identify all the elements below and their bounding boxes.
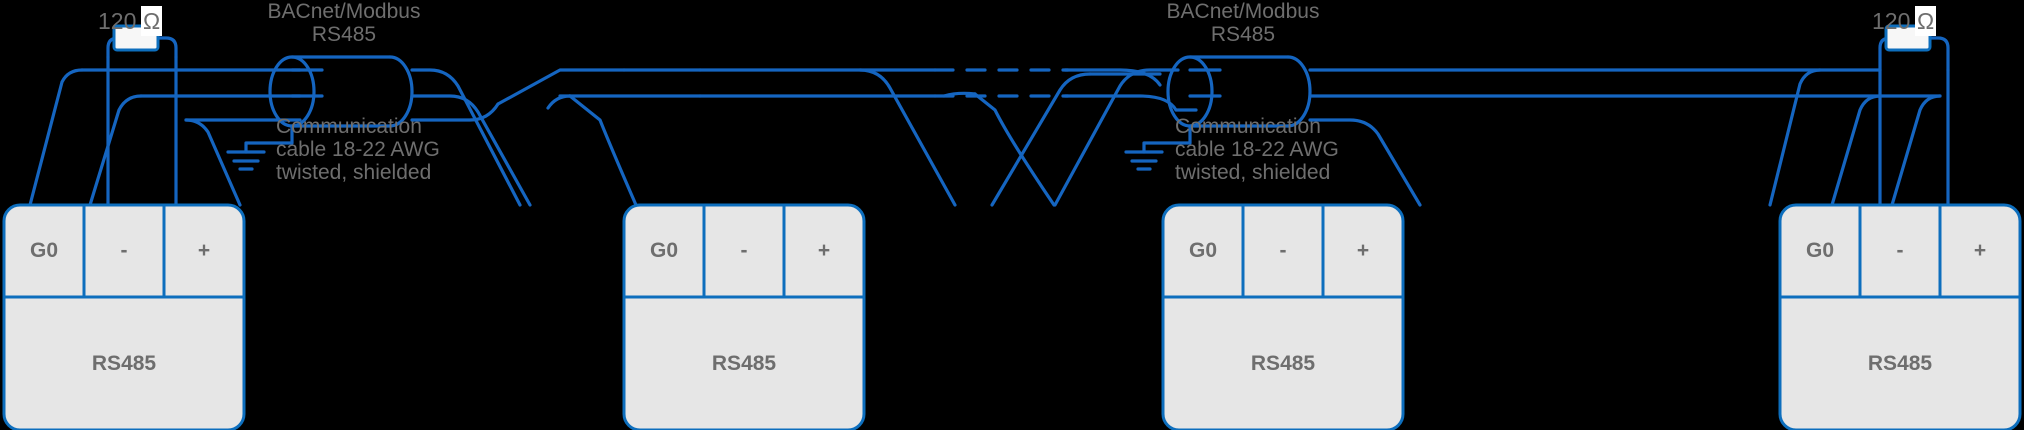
device-1-terminal-plus-label: + <box>197 239 211 262</box>
ground-left <box>226 124 294 171</box>
device-3[interactable] <box>1161 203 1405 430</box>
device-2-terminal-minus[interactable]: - <box>704 205 784 297</box>
device-4-terminal-g0-label: G0 <box>1805 239 1834 262</box>
device-3-terminal-plus-label: + <box>1356 239 1370 262</box>
terminator-right-unit: Ω <box>1915 6 1937 36</box>
wires-device4 <box>1768 68 1942 207</box>
terminator-left-unit: Ω <box>141 6 163 36</box>
device-2-terminal-plus-label: + <box>817 239 831 262</box>
device-3-bus: RS485 <box>1163 297 1403 430</box>
device-3-terminal-minus-label: - <box>1279 239 1287 262</box>
device-4-bus-label: RS485 <box>1867 351 1933 375</box>
device-4-terminal-plus-label: + <box>1973 239 1987 262</box>
device-1-bus-label: RS485 <box>91 351 157 375</box>
terminator-left-value: 120 <box>98 8 137 34</box>
device-1-terminal-minus[interactable]: - <box>84 205 164 297</box>
terminator-right-wires <box>1878 36 1950 207</box>
device-1-bus: RS485 <box>4 297 244 430</box>
device-4-terminal-g0[interactable]: G0 <box>1780 205 1860 297</box>
device-3-terminal-minus[interactable]: - <box>1243 205 1323 297</box>
device-1-terminal-g0[interactable]: G0 <box>4 205 84 297</box>
device-1[interactable] <box>2 203 246 430</box>
device-3-bus-label: RS485 <box>1250 351 1316 375</box>
device-4-terminal-minus-label: - <box>1896 239 1904 262</box>
device-3-terminal-g0[interactable]: G0 <box>1163 205 1243 297</box>
device-2-terminal-plus[interactable]: + <box>784 205 864 297</box>
device-4-bus: RS485 <box>1780 297 2020 430</box>
device-2-terminal-g0-label: G0 <box>649 239 678 262</box>
device-2-bus-label: RS485 <box>711 351 777 375</box>
bus-break-dashes <box>933 68 1070 98</box>
device-2-bus: RS485 <box>624 297 864 430</box>
device-2-terminal-g0[interactable]: G0 <box>624 205 704 297</box>
terminator-right-value: 120 <box>1872 8 1911 34</box>
device-4-terminal-plus[interactable]: + <box>1940 205 2020 297</box>
device-2-terminal-minus-label: - <box>740 239 748 262</box>
device-1-terminal-plus[interactable]: + <box>164 205 244 297</box>
cable-right-body <box>1166 55 1312 128</box>
device-3-terminal-plus[interactable]: + <box>1323 205 1403 297</box>
device-3-terminal-g0-label: G0 <box>1188 239 1217 262</box>
device-4-terminal-minus[interactable]: - <box>1860 205 1940 297</box>
wires-cable-left-to-device2 <box>410 68 626 207</box>
device-4[interactable] <box>1778 203 2022 430</box>
wires-into-cable-right <box>1088 72 1198 112</box>
device-2[interactable] <box>622 203 866 430</box>
wires-device2-bus <box>546 68 702 207</box>
device-1-terminal-minus-label: - <box>120 239 128 262</box>
device-1-terminal-g0-label: G0 <box>29 239 58 262</box>
ground-right <box>1124 124 1192 171</box>
wires-cable-right-out <box>1308 68 1942 207</box>
